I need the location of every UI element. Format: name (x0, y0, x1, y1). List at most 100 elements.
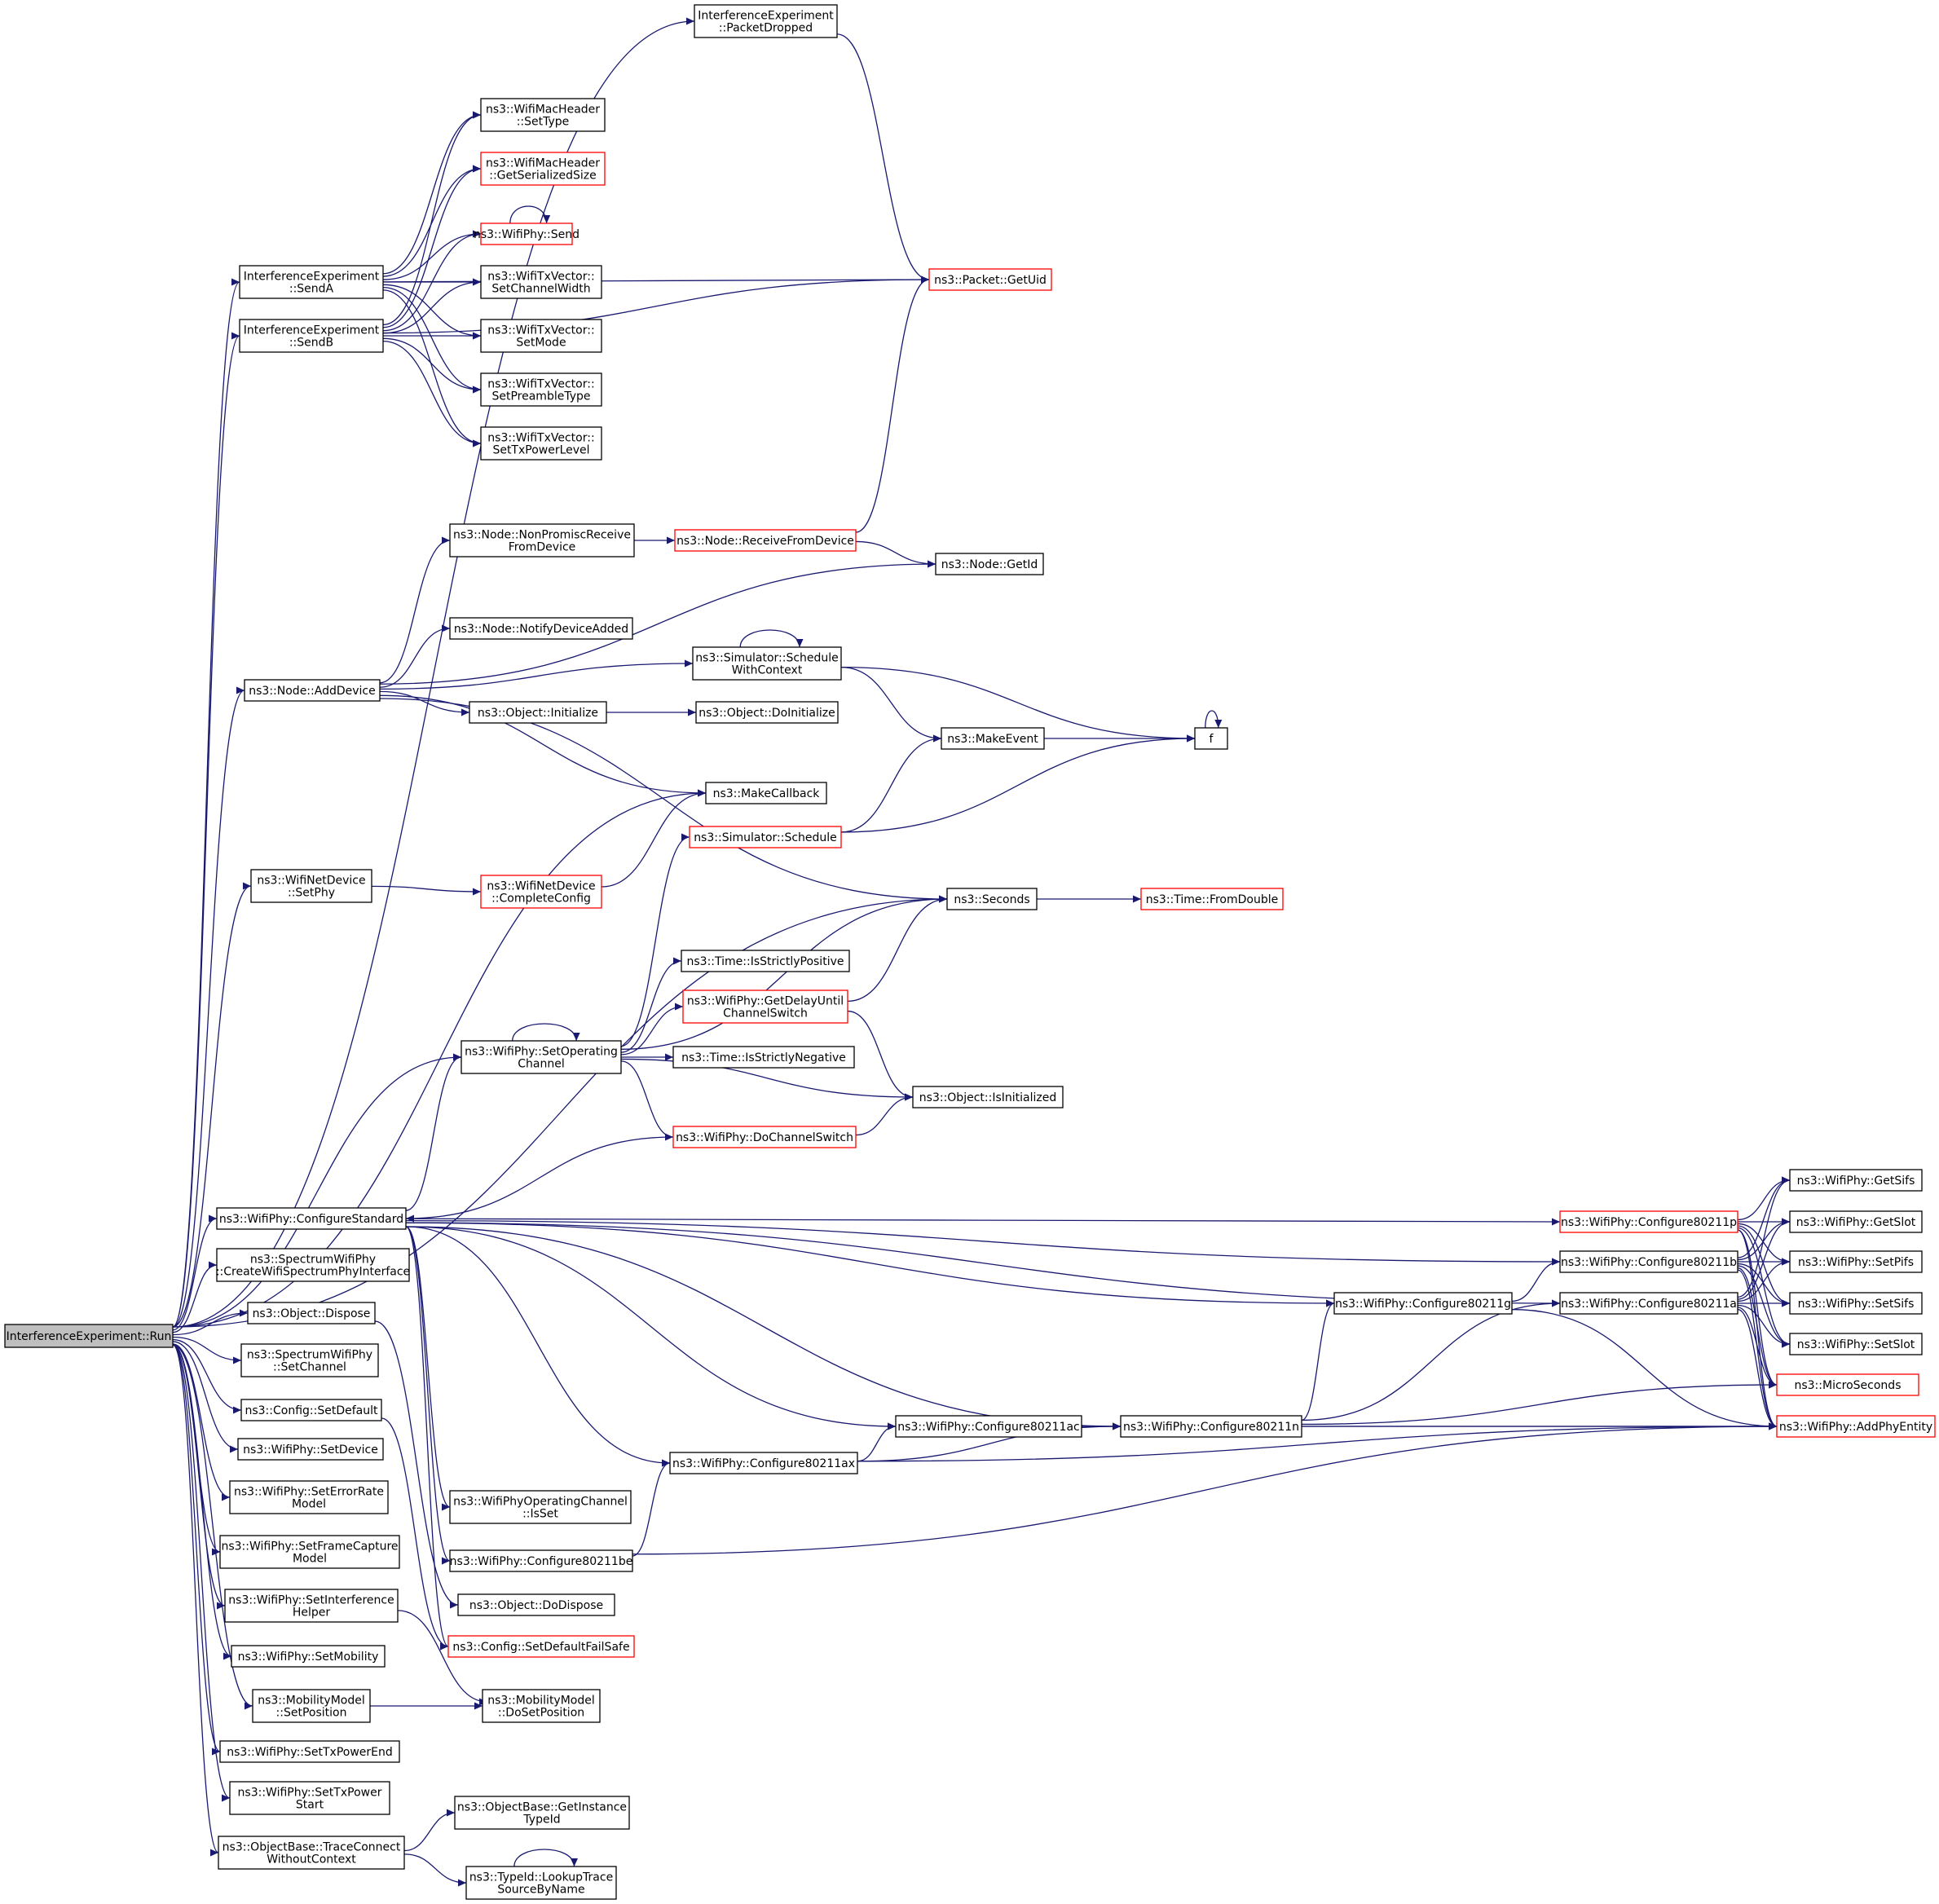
node-setdevice[interactable]: ns3::WifiPhy::SetDevice (237, 1438, 384, 1461)
node-box (465, 1866, 617, 1900)
call-arrow (397, 1610, 488, 1706)
node-cfgn[interactable]: ns3::WifiPhy::Configure80211n (1120, 1415, 1302, 1438)
call-arrow (855, 540, 936, 568)
node-mmsetpos[interactable]: ns3::MobilityModel::SetPosition (252, 1689, 371, 1723)
node-send[interactable]: ns3::WifiPhy::Send (474, 223, 579, 245)
node-cfgax[interactable]: ns3::WifiPhy::Configure80211ax (669, 1452, 858, 1474)
edge-schedctx-to-f (840, 666, 1196, 743)
node-settype[interactable]: ns3::WifiMacHeader::SetType (480, 98, 606, 132)
node-dochsw[interactable]: ns3::WifiPhy::DoChannelSwitch (672, 1126, 857, 1148)
node-dispose[interactable]: ns3::Object::Dispose (247, 1302, 376, 1324)
node-label: ns3::SpectrumWifiPhy (250, 1254, 376, 1267)
node-label: ns3::ObjectBase::TraceConnect (223, 1841, 401, 1854)
edge-run-to-setphy (172, 882, 252, 1328)
node-box (681, 950, 850, 972)
node-failsafe[interactable]: ns3::Config::SetDefaultFailSafe (447, 1635, 635, 1658)
node-getuid[interactable]: ns3::Packet::GetUid (928, 268, 1052, 291)
node-cfgstd[interactable]: ns3::WifiPhy::ConfigureStandard (216, 1207, 407, 1230)
edge-schedule-to-f (840, 734, 1196, 833)
node-strictpos[interactable]: ns3::Time::IsStrictlyPositive (681, 950, 850, 972)
node-box (449, 1490, 632, 1524)
node-label: ns3::WifiTxVector:: (487, 378, 594, 391)
node-label: ns3::WifiTxVector:: (487, 432, 594, 445)
node-objinit[interactable]: ns3::Object::Initialize (469, 701, 607, 724)
node-makeevent[interactable]: ns3::MakeEvent (941, 727, 1045, 750)
node-label: FromDevice (509, 541, 576, 554)
node-setpre[interactable]: ns3::WifiTxVector::SetPreambleType (480, 372, 602, 407)
node-sendA[interactable]: InterferenceExperiment::SendA (239, 265, 384, 299)
node-label: ns3::Config::SetDefaultFailSafe (452, 1641, 629, 1654)
node-micro[interactable]: ns3::MicroSeconds (1776, 1373, 1919, 1396)
node-cfgp[interactable]: ns3::WifiPhy::Configure80211p (1559, 1210, 1738, 1233)
node-recvfrom[interactable]: ns3::Node::ReceiveFromDevice (674, 529, 857, 552)
node-createsp[interactable]: ns3::SpectrumWifiPhy::CreateWifiSpectrum… (216, 1248, 410, 1282)
node-setcw[interactable]: ns3::WifiTxVector::SetChannelWidth (480, 265, 602, 299)
edge-run-to-spsetch (172, 1336, 242, 1364)
node-getsifs[interactable]: ns3::WifiPhy::GetSifs (1789, 1169, 1923, 1192)
node-traceconn[interactable]: ns3::ObjectBase::TraceConnectWithoutCont… (218, 1836, 405, 1870)
node-box (480, 223, 573, 245)
node-mmdosetpos[interactable]: ns3::MobilityModel::DoSetPosition (482, 1689, 601, 1723)
node-notify[interactable]: ns3::Node::NotifyDeviceAdded (449, 617, 633, 640)
node-strictneg[interactable]: ns3::Time::IsStrictlyNegative (672, 1046, 855, 1069)
node-cfgac[interactable]: ns3::WifiPhy::Configure80211ac (895, 1415, 1082, 1438)
call-arrow (620, 833, 690, 1047)
node-fromdouble[interactable]: ns3::Time::FromDouble (1140, 888, 1284, 910)
edge-cfgax-to-cfgac (857, 1422, 897, 1462)
node-getser[interactable]: ns3::WifiMacHeader::GetSerializedSize (480, 152, 606, 186)
node-setmode[interactable]: ns3::WifiTxVector::SetMode (480, 319, 602, 353)
node-box (449, 1549, 633, 1572)
node-setsifs[interactable]: ns3::WifiPhy::SetSifs (1789, 1292, 1923, 1315)
node-settxpl[interactable]: ns3::WifiTxVector::SetTxPowerLevel (480, 426, 602, 461)
node-f[interactable]: f (1194, 727, 1228, 750)
node-isinit[interactable]: ns3::Object::IsInitialized (912, 1086, 1064, 1108)
node-pktdrop[interactable]: InterferenceExperiment::PacketDropped (694, 4, 838, 38)
node-cfgg[interactable]: ns3::WifiPhy::Configure80211g (1333, 1292, 1513, 1315)
node-setmob[interactable]: ns3::WifiPhy::SetMobility (231, 1645, 386, 1668)
call-arrow (509, 205, 551, 224)
node-sendB[interactable]: InterferenceExperiment::SendB (239, 319, 384, 353)
node-box (669, 1452, 858, 1474)
call-arrow (403, 1809, 456, 1852)
edge-run-to-setopch (172, 1053, 462, 1328)
node-setphy[interactable]: ns3::WifiNetDevice::SetPhy (250, 869, 372, 903)
node-label: ns3::WifiPhy::Configure80211b (1561, 1256, 1737, 1269)
node-getslot[interactable]: ns3::WifiPhy::GetSlot (1789, 1210, 1923, 1233)
node-cfgb[interactable]: ns3::WifiPhy::Configure80211b (1559, 1250, 1738, 1273)
node-seconds[interactable]: ns3::Seconds (946, 888, 1038, 910)
call-arrow (620, 1003, 684, 1056)
node-schedule[interactable]: ns3::Simulator::Schedule (689, 826, 842, 848)
call-arrow (172, 1309, 249, 1336)
node-dodispose[interactable]: ns3::Object::DoDispose (457, 1593, 615, 1616)
node-spsetch[interactable]: ns3::SpectrumWifiPhy::SetChannel (240, 1343, 379, 1377)
node-setpifs[interactable]: ns3::WifiPhy::SetPifs (1789, 1250, 1923, 1273)
node-cfgsetdef[interactable]: ns3::Config::SetDefault (240, 1399, 382, 1421)
node-doinit[interactable]: ns3::Object::DoInitialize (695, 701, 839, 724)
node-settxend[interactable]: ns3::WifiPhy::SetTxPowerEnd (219, 1740, 400, 1763)
node-box (244, 679, 381, 702)
node-makecb[interactable]: ns3::MakeCallback (705, 782, 827, 804)
call-arrow (1511, 1258, 1561, 1302)
node-label: ns3::WifiPhy::SetErrorRate (234, 1486, 384, 1499)
call-arrow (172, 895, 948, 1328)
node-layer: InterferenceExperiment::RunInterferenceE… (4, 4, 1936, 1900)
node-cfga[interactable]: ns3::WifiPhy::Configure80211a (1559, 1292, 1738, 1315)
node-addphy[interactable]: ns3::WifiPhy::AddPhyEntity (1776, 1415, 1936, 1438)
node-cfgbe[interactable]: ns3::WifiPhy::Configure80211be (449, 1549, 633, 1572)
node-getid[interactable]: ns3::Node::GetId (935, 553, 1044, 575)
node-setslot[interactable]: ns3::WifiPhy::SetSlot (1789, 1333, 1923, 1355)
edge-cfgstd-to-failsafe (405, 1226, 449, 1651)
node-complete[interactable]: ns3::WifiNetDevice::CompleteConfig (480, 875, 602, 909)
node-opchset[interactable]: ns3::WifiPhyOperatingChannel::IsSet (449, 1490, 632, 1524)
node-adddev[interactable]: ns3::Node::AddDevice (244, 679, 381, 702)
